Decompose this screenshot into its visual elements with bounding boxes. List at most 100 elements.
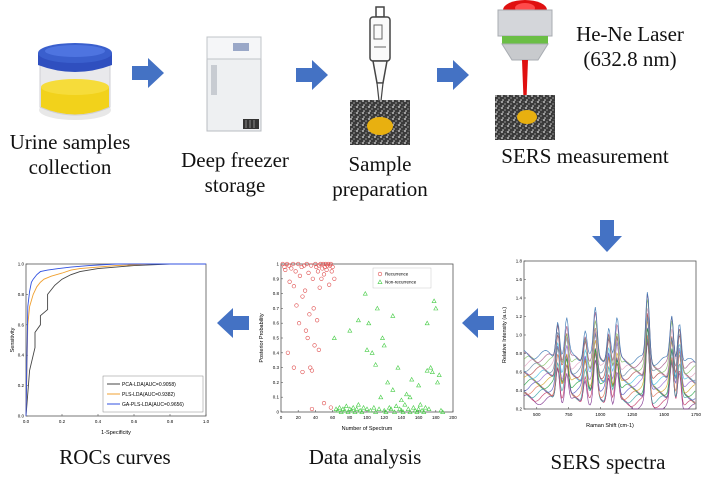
- spectra-x-tick-label: 500: [533, 412, 541, 417]
- spectra-y-tick-label: 0.6: [516, 370, 523, 375]
- spectra-y-tick-label: 1.6: [516, 277, 523, 282]
- recurrence-point: [321, 401, 327, 406]
- nonrecurrence-point: [416, 382, 422, 388]
- nonrecurrence-point: [400, 409, 406, 414]
- recurrence-point: [324, 267, 329, 273]
- recurrence-point: [328, 405, 333, 410]
- laser-caption-line2: (632.8 nm): [583, 47, 677, 71]
- right-arrow-icon: [296, 60, 328, 90]
- recurrence-point: [327, 282, 332, 287]
- nonrecurrence-point: [438, 407, 444, 413]
- spectra-y-tick-label: 0.8: [516, 351, 523, 356]
- roc-legend-label: PCA-LDA(AUC=0.9058): [122, 382, 176, 388]
- da-x-tick-label: 80: [347, 415, 353, 420]
- urine-cup-icon: [38, 43, 112, 120]
- nonrecurrence-point: [424, 367, 430, 373]
- da-x-tick-label: 0: [280, 415, 283, 420]
- recurrence-point: [330, 264, 335, 270]
- da-x-tick-label: 100: [363, 415, 371, 420]
- roc-x-tick-label: 0.2: [59, 419, 66, 424]
- nonrecurrence-point: [381, 342, 387, 348]
- recurrence-point: [309, 368, 315, 373]
- recurrence-point: [303, 328, 309, 333]
- nonrecurrence-point: [390, 313, 396, 318]
- nonrecurrence-point: [347, 327, 353, 333]
- nonrecurrence-point: [369, 350, 375, 355]
- da-legend-label: Recurrence: [385, 272, 409, 277]
- recurrence-point: [321, 272, 327, 277]
- roc-legend-label: GA-PLS-LDA(AUC=0.9656): [122, 402, 184, 408]
- roc-y-label: Sensitivity: [10, 327, 16, 352]
- urine-caption-line2: collection: [28, 155, 112, 179]
- nonrecurrence-point: [392, 409, 398, 414]
- spectra-x-tick-label: 750: [565, 412, 573, 417]
- da-y-tick-label: 0.9: [273, 276, 280, 281]
- spectrum-line: [523, 292, 696, 366]
- recurrence-point: [286, 263, 291, 268]
- recurrence-point: [297, 273, 303, 278]
- da-y-label: Posterior Probability: [259, 313, 265, 362]
- recurrence-point: [296, 261, 301, 267]
- spectra-y-tick-label: 0.4: [516, 388, 523, 393]
- nonrecurrence-point: [350, 404, 356, 410]
- roc-x-tick-label: 0.8: [167, 419, 174, 424]
- da-x-tick-label: 140: [398, 415, 406, 420]
- prep-caption-line1: Sample: [348, 152, 412, 176]
- right-arrow-icon: [437, 60, 469, 90]
- nonrecurrence-point: [416, 406, 422, 411]
- spectra-x-tick-label: 1000: [595, 412, 606, 417]
- spectra-y-tick-label: 1.8: [516, 259, 523, 264]
- da-x-tick-label: 180: [432, 415, 440, 420]
- recurrence-point: [302, 288, 308, 293]
- spectra-x-tick-label: 1250: [627, 412, 638, 417]
- right-arrow-icon: [132, 58, 164, 88]
- nonrecurrence-point: [355, 317, 361, 323]
- roc-y-tick-label: 0.0: [18, 414, 25, 419]
- recurrence-point: [308, 263, 314, 268]
- recurrence-point: [313, 261, 318, 267]
- nonrecurrence-point: [431, 298, 437, 303]
- nonrecurrence-point: [379, 335, 385, 340]
- nonrecurrence-point: [359, 409, 365, 414]
- nonrecurrence-point: [349, 407, 355, 413]
- recurrence-point: [291, 284, 297, 289]
- nonrecurrence-point: [402, 401, 408, 407]
- da-y-tick-label: 0.1: [273, 395, 280, 400]
- da-y-tick-label: 0.4: [273, 350, 280, 355]
- spectra-y-tick-label: 1.2: [516, 314, 523, 319]
- da-x-tick-label: 160: [415, 415, 423, 420]
- spectrum-line: [523, 293, 696, 370]
- nonrecurrence-point: [410, 404, 416, 410]
- nonrecurrence-point: [393, 403, 399, 408]
- nonrecurrence-point: [436, 372, 442, 377]
- recurrence-point: [289, 266, 294, 271]
- recurrence-point: [332, 276, 337, 281]
- recurrence-point: [293, 269, 298, 274]
- nonrecurrence-point: [414, 409, 420, 414]
- da-legend-box: [372, 267, 432, 289]
- recurrence-point: [316, 347, 321, 352]
- recurrence-point: [300, 369, 305, 375]
- roc-y-tick-label: 0.8: [18, 292, 25, 297]
- freezer-icon: [206, 36, 262, 132]
- nonrecurrence-point: [417, 401, 423, 407]
- pipette-icon: [369, 6, 391, 102]
- da-legend-label: Non-recurrence: [385, 280, 417, 285]
- nonrecurrence-point: [364, 406, 370, 411]
- recurrence-point: [319, 276, 324, 281]
- da-y-tick-label: 0.6: [273, 321, 280, 326]
- nonrecurrence-point: [435, 379, 441, 385]
- roc-series-line: [25, 263, 206, 417]
- recurrence-point: [296, 321, 302, 326]
- laser-icon: [497, 0, 553, 112]
- nonrecurrence-point: [419, 407, 425, 413]
- nonrecurrence-point: [429, 369, 435, 374]
- nonrecurrence-point: [398, 397, 404, 403]
- laser-caption: He-Ne Laser (632.8 nm): [555, 22, 705, 72]
- nonrecurrence-point: [335, 407, 341, 413]
- nonrecurrence-point: [422, 404, 428, 410]
- recurrence-point: [311, 306, 316, 311]
- da-y-tick-label: 0.8: [273, 291, 280, 296]
- left-arrow-icon: [217, 308, 249, 338]
